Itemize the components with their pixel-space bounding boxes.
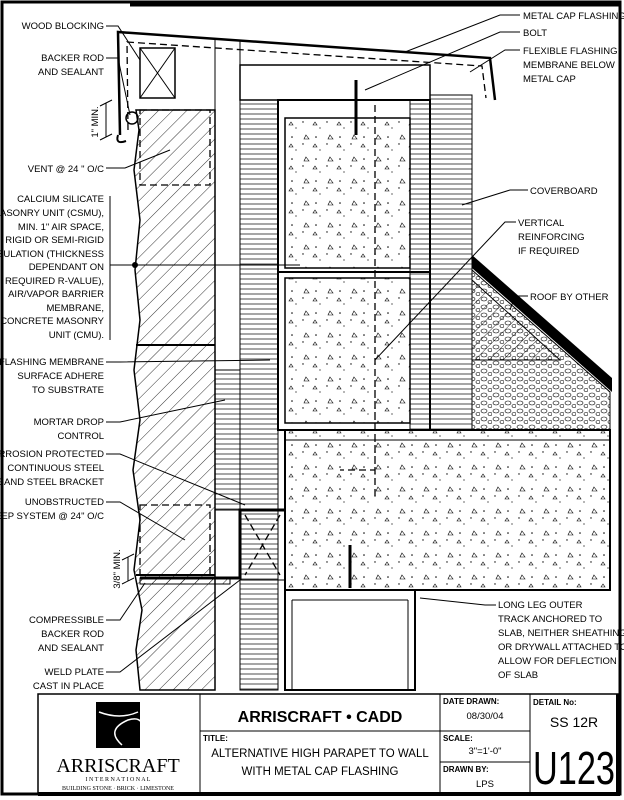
label-flexible: METAL CAP bbox=[523, 74, 576, 85]
drawn-by-value: LPS bbox=[476, 779, 494, 790]
csmu-stone bbox=[132, 109, 216, 691]
label-backer-rod: BACKER ROD bbox=[41, 53, 104, 64]
label-vertical: REINFORCING bbox=[518, 232, 585, 243]
date-label: DATE DRAWN: bbox=[443, 697, 499, 706]
label-flashing: FLASHING MEMBRANE bbox=[0, 357, 104, 368]
detail-label: DETAIL No: bbox=[533, 698, 577, 707]
label-bolt: BOLT bbox=[523, 28, 547, 39]
logo-tagline: BUILDING STONE · BRICK · LIMESTONE bbox=[62, 786, 174, 792]
label-weld-plate: CAST IN PLACE bbox=[33, 681, 104, 692]
label-weld-plate: WELD PLATE bbox=[45, 667, 104, 678]
insulation bbox=[239, 99, 279, 691]
label-corrosion: CORROSION PROTECTED bbox=[0, 449, 104, 460]
logo-sub: I N T E R N A T I O N A L bbox=[86, 777, 151, 783]
coverboard bbox=[429, 94, 473, 431]
section-drawing bbox=[116, 30, 612, 691]
label-mortar-drop: MORTAR DROP bbox=[34, 417, 104, 428]
roof-membrane bbox=[472, 255, 612, 392]
label-flashing: SURFACE ADHERE bbox=[17, 371, 104, 382]
label-csmu: REQUIRED R-VALUE), bbox=[5, 276, 104, 287]
label-backer-rod: AND SEALANT bbox=[38, 67, 104, 78]
label-long-leg: SLAB, NEITHER SHEATHING bbox=[498, 628, 624, 639]
right-labels: METAL CAP FLASHING BOLT FLEXIBLE FLASHIN… bbox=[498, 11, 624, 681]
date-value: 08/30/04 bbox=[467, 711, 504, 722]
detail-sub: SS 12R bbox=[550, 714, 598, 730]
label-three-eighths-min: 3/8" MIN. bbox=[112, 549, 123, 588]
label-long-leg: TRACK ANCHORED TO bbox=[498, 614, 602, 625]
company-name: ARRISCRAFT • CADD bbox=[238, 709, 403, 726]
label-csmu: MIN. 1" AIR SPACE, bbox=[18, 222, 104, 233]
backer-rod bbox=[125, 111, 139, 125]
label-metal-cap: METAL CAP FLASHING bbox=[523, 11, 624, 22]
label-vent: VENT @ 24 " O/C bbox=[28, 164, 104, 175]
label-csmu: CONCRETE MASONRY bbox=[0, 316, 104, 327]
title-label: TITLE: bbox=[203, 734, 228, 743]
label-compressible: AND SEALANT bbox=[38, 643, 104, 654]
long-leg-track bbox=[284, 589, 416, 691]
arriscraft-logo: ARRISCRAFT I N T E R N A T I O N A L BUI… bbox=[56, 702, 180, 792]
label-vertical: VERTICAL bbox=[518, 218, 564, 229]
label-csmu: AIR/VAPOR BARRIER bbox=[8, 289, 104, 300]
label-long-leg: ALLOW FOR DEFLECTION bbox=[498, 656, 617, 667]
left-labels: WOOD BLOCKING BACKER ROD AND SEALANT 1" … bbox=[0, 21, 123, 692]
label-flexible: MEMBRANE BELOW bbox=[523, 60, 615, 71]
label-flexible: FLEXIBLE FLASHING bbox=[523, 46, 618, 57]
label-csmu: INSULATION (THICKNESS bbox=[0, 249, 104, 260]
detail-number: U123 bbox=[533, 742, 615, 794]
leader-lines bbox=[99, 14, 528, 673]
concrete-slab bbox=[284, 429, 611, 591]
label-long-leg: LONG LEG OUTER bbox=[498, 600, 583, 611]
label-compressible: COMPRESSIBLE bbox=[29, 615, 104, 626]
label-roof: ROOF BY OTHER bbox=[530, 292, 609, 303]
label-csmu: MEMBRANE, bbox=[46, 303, 104, 314]
label-mortar-drop: CONTROL bbox=[58, 431, 104, 442]
label-coverboard: COVERBOARD bbox=[530, 186, 598, 197]
title-block: ARRISCRAFT I N T E R N A T I O N A L BUI… bbox=[37, 693, 620, 796]
label-csmu: UNIT (CMU). bbox=[49, 330, 104, 341]
label-compressible: BACKER ROD bbox=[41, 629, 104, 640]
label-csmu: DEPENDANT ON bbox=[29, 262, 104, 273]
drawing-title: WITH METAL CAP FLASHING bbox=[242, 766, 399, 778]
scale-value: 3"=1'-0" bbox=[468, 746, 501, 757]
label-weep: WEEP SYSTEM @ 24" O/C bbox=[0, 511, 104, 522]
label-one-inch-min: 1" MIN. bbox=[90, 106, 101, 137]
label-csmu: MASONRY UNIT (CSMU), bbox=[0, 208, 104, 219]
scale-label: SCALE: bbox=[443, 734, 473, 743]
drawing-title: ALTERNATIVE HIGH PARAPET TO WALL bbox=[211, 748, 429, 760]
label-long-leg: OF SLAB bbox=[498, 670, 538, 681]
metal-cap-flashing bbox=[116, 30, 497, 136]
logo-name: ARRISCRAFT bbox=[56, 755, 179, 777]
label-corrosion: CONTINUOUS STEEL bbox=[7, 463, 104, 474]
label-long-leg: OR DRYWALL ATTACHED TO bbox=[498, 642, 624, 653]
drawn-by-label: DRAWN BY: bbox=[443, 765, 489, 774]
label-weep: UNOBSTRUCTED bbox=[25, 497, 104, 508]
wood-blocking bbox=[139, 47, 176, 99]
label-vertical: IF REQUIRED bbox=[518, 246, 579, 257]
label-csmu: CALCIUM SILICATE bbox=[17, 194, 104, 205]
label-wood-blocking: WOOD BLOCKING bbox=[22, 21, 104, 32]
label-corrosion: ANGLE AND STEEL BRACKET bbox=[0, 477, 104, 488]
label-csmu: RIGID OR SEMI-RIGID bbox=[5, 235, 104, 246]
label-flashing: TO SUBSTRATE bbox=[32, 385, 104, 396]
